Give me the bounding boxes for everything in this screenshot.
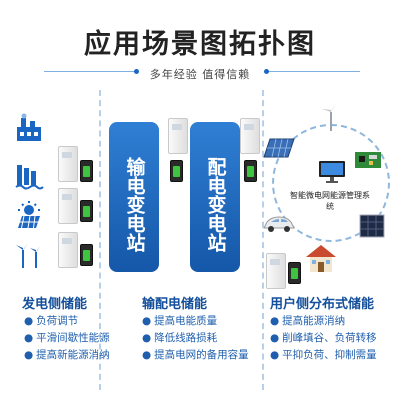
list-item: ●提高电网的备用容量 bbox=[142, 349, 249, 361]
grid-storage-title: 输配电储能 bbox=[142, 297, 208, 312]
list-item: ●降低线路损耗 bbox=[142, 332, 218, 344]
page-subtitle: 多年经验 值得信赖 bbox=[149, 68, 251, 81]
circuit-board-icon bbox=[354, 150, 382, 174]
storage-cabinet bbox=[240, 118, 260, 154]
subtitle-rule-dot-right bbox=[264, 69, 269, 74]
battery-icon bbox=[288, 262, 301, 284]
power-plant-icon bbox=[14, 113, 44, 143]
user-storage-title: 用户侧分布式储能 bbox=[270, 297, 375, 312]
hydro-dam-icon bbox=[14, 161, 44, 191]
storage-cabinet bbox=[58, 146, 78, 182]
grid-storage-list: ●提高电能质量 ●降低线路损耗 ●提高电网的备用容量 bbox=[142, 313, 249, 364]
wind-turbine-icon bbox=[318, 103, 344, 135]
subtitle-rule-dot-left bbox=[134, 69, 139, 74]
monitor-icon bbox=[318, 160, 346, 188]
generation-storage-title: 发电侧储能 bbox=[22, 297, 88, 312]
separator-line-2 bbox=[262, 90, 264, 390]
electric-car-icon bbox=[262, 214, 296, 238]
list-item: ●提高能源消纳 bbox=[270, 315, 346, 327]
page-title: 应用场景图拓扑图 bbox=[84, 29, 316, 60]
list-item: ●提高电能质量 bbox=[142, 315, 218, 327]
storage-cabinet bbox=[266, 253, 286, 289]
battery-icon bbox=[80, 200, 93, 222]
subtitle-rule-left bbox=[44, 71, 136, 72]
battery-icon bbox=[244, 160, 257, 182]
list-item: ●平抑负荷、抑制需量 bbox=[270, 349, 377, 361]
battery-icon bbox=[170, 160, 183, 182]
battery-icon bbox=[80, 160, 93, 182]
solar-panel-icon bbox=[262, 137, 296, 163]
list-item: ●平滑间歇性能源 bbox=[24, 332, 110, 344]
energy-management-label: 智能微电网能源管理系统 bbox=[290, 191, 370, 211]
solar-panel-icon bbox=[358, 213, 386, 243]
storage-cabinet bbox=[58, 232, 78, 268]
distribution-substation: 配电变电站 bbox=[190, 122, 240, 272]
generation-storage-list: ●负荷调节 ●平滑间歇性能源 ●提高新能源消纳 bbox=[24, 313, 110, 364]
list-item: ●提高新能源消纳 bbox=[24, 349, 110, 361]
storage-cabinet bbox=[58, 188, 78, 224]
list-item: ●负荷调节 bbox=[24, 315, 79, 327]
wind-turbine-icon bbox=[14, 240, 44, 270]
transmission-substation: 输电变电站 bbox=[109, 122, 159, 272]
house-icon bbox=[304, 243, 338, 277]
solar-panel-icon bbox=[14, 201, 44, 231]
user-storage-list: ●提高能源消纳 ●削峰填谷、负荷转移 ●平抑负荷、抑制需量 bbox=[270, 313, 377, 364]
battery-icon bbox=[80, 244, 93, 266]
subtitle-rule-right bbox=[268, 71, 360, 72]
separator-line-1 bbox=[99, 90, 101, 390]
storage-cabinet bbox=[168, 118, 188, 154]
list-item: ●削峰填谷、负荷转移 bbox=[270, 332, 377, 344]
